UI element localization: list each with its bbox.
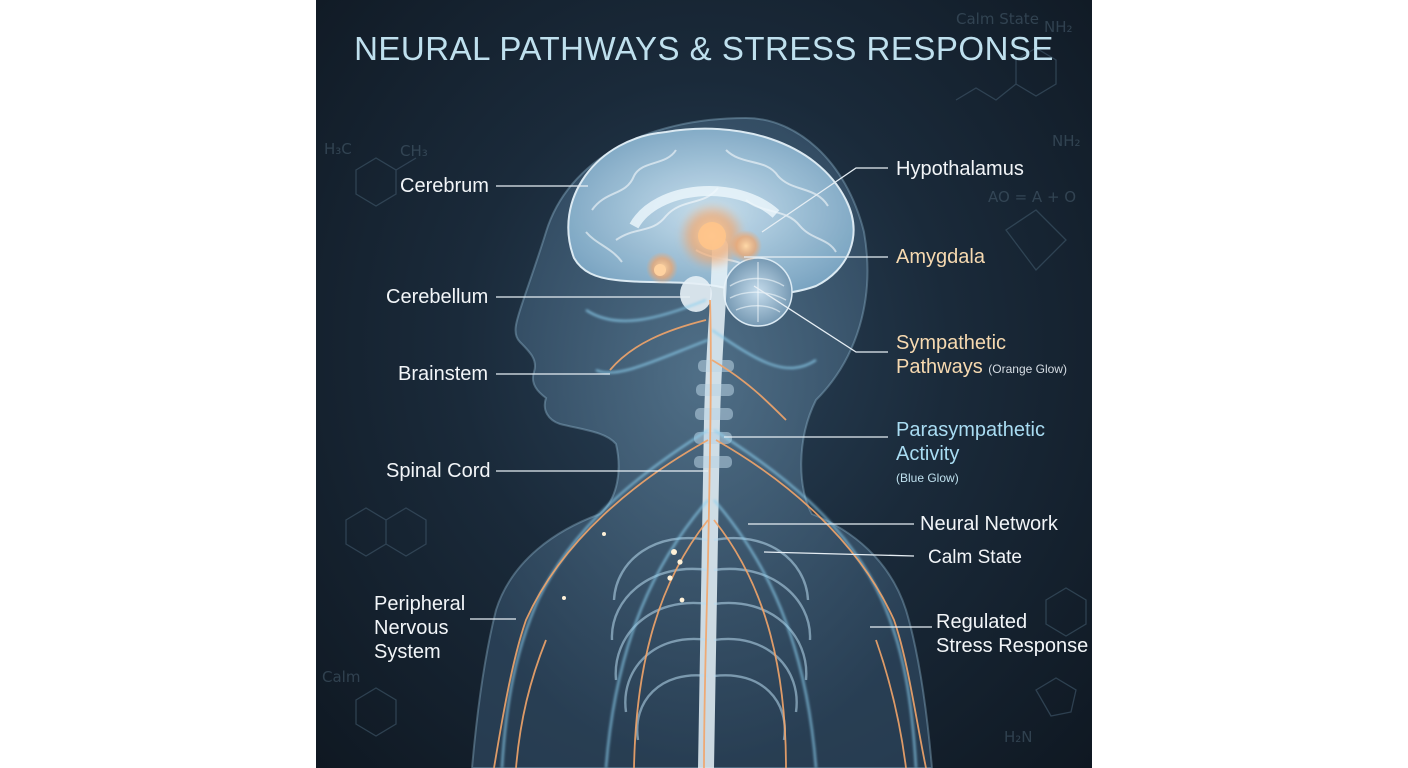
label-cerebrum: Cerebrum [400,175,489,197]
bg-h3c: H₃C [324,140,352,158]
bg-calm: Calm [322,668,361,686]
label-sympathetic-pathways: Sympathetic Pathways (Orange Glow) [896,331,1067,381]
diagram-panel: H₃C CH₃ NH₂ NH₂ AO = A + O Calm State Ca… [316,0,1092,768]
label-cerebellum: Cerebellum [386,286,489,308]
label-calm-state: Calm State [928,547,1022,568]
label-parasympathetic-activity: Parasympathetic Activity (Blue Glow) [896,418,1045,490]
bg-ch3: CH₃ [400,142,428,160]
label-parasympathetic-line1: Parasympathetic [896,419,1045,441]
label-amygdala: Amygdala [896,246,985,268]
label-sympathetic-line2: Pathways [896,356,983,378]
page-title: NEURAL PATHWAYS & STRESS RESPONSE [354,30,1054,67]
label-sympathetic-line1: Sympathetic [896,332,1007,354]
nervous-system-illustration [345,47,1087,768]
label-regulated-line2: Stress Response [936,635,1089,657]
label-peripheral-line1: Peripheral [374,593,466,615]
label-brainstem: Brainstem [398,363,489,385]
label-peripheral-line3: System [374,641,441,663]
bg-calm-state: Calm State [956,10,1039,28]
label-hypothalamus: Hypothalamus [896,158,1024,180]
label-parasympathetic-line2: Activity [896,443,960,465]
label-neural-network: Neural Network [920,513,1058,535]
bg-nh2-right: NH₂ [1052,132,1081,150]
label-peripheral-nervous-system: Peripheral Nervous System [374,592,465,664]
label-spinal-cord: Spinal Cord [386,460,491,482]
label-peripheral-line2: Nervous [374,617,449,639]
label-regulated-stress-response: Regulated Stress Response [936,610,1088,658]
label-sympathetic-note: (Orange Glow) [988,362,1067,376]
bg-h2n: H₂N [1004,728,1033,746]
bg-formula: AO = A + O [988,188,1077,206]
label-regulated-line1: Regulated [936,611,1028,633]
label-parasympathetic-note: (Blue Glow) [896,471,959,485]
bg-nh2-top: NH₂ [1044,18,1073,36]
